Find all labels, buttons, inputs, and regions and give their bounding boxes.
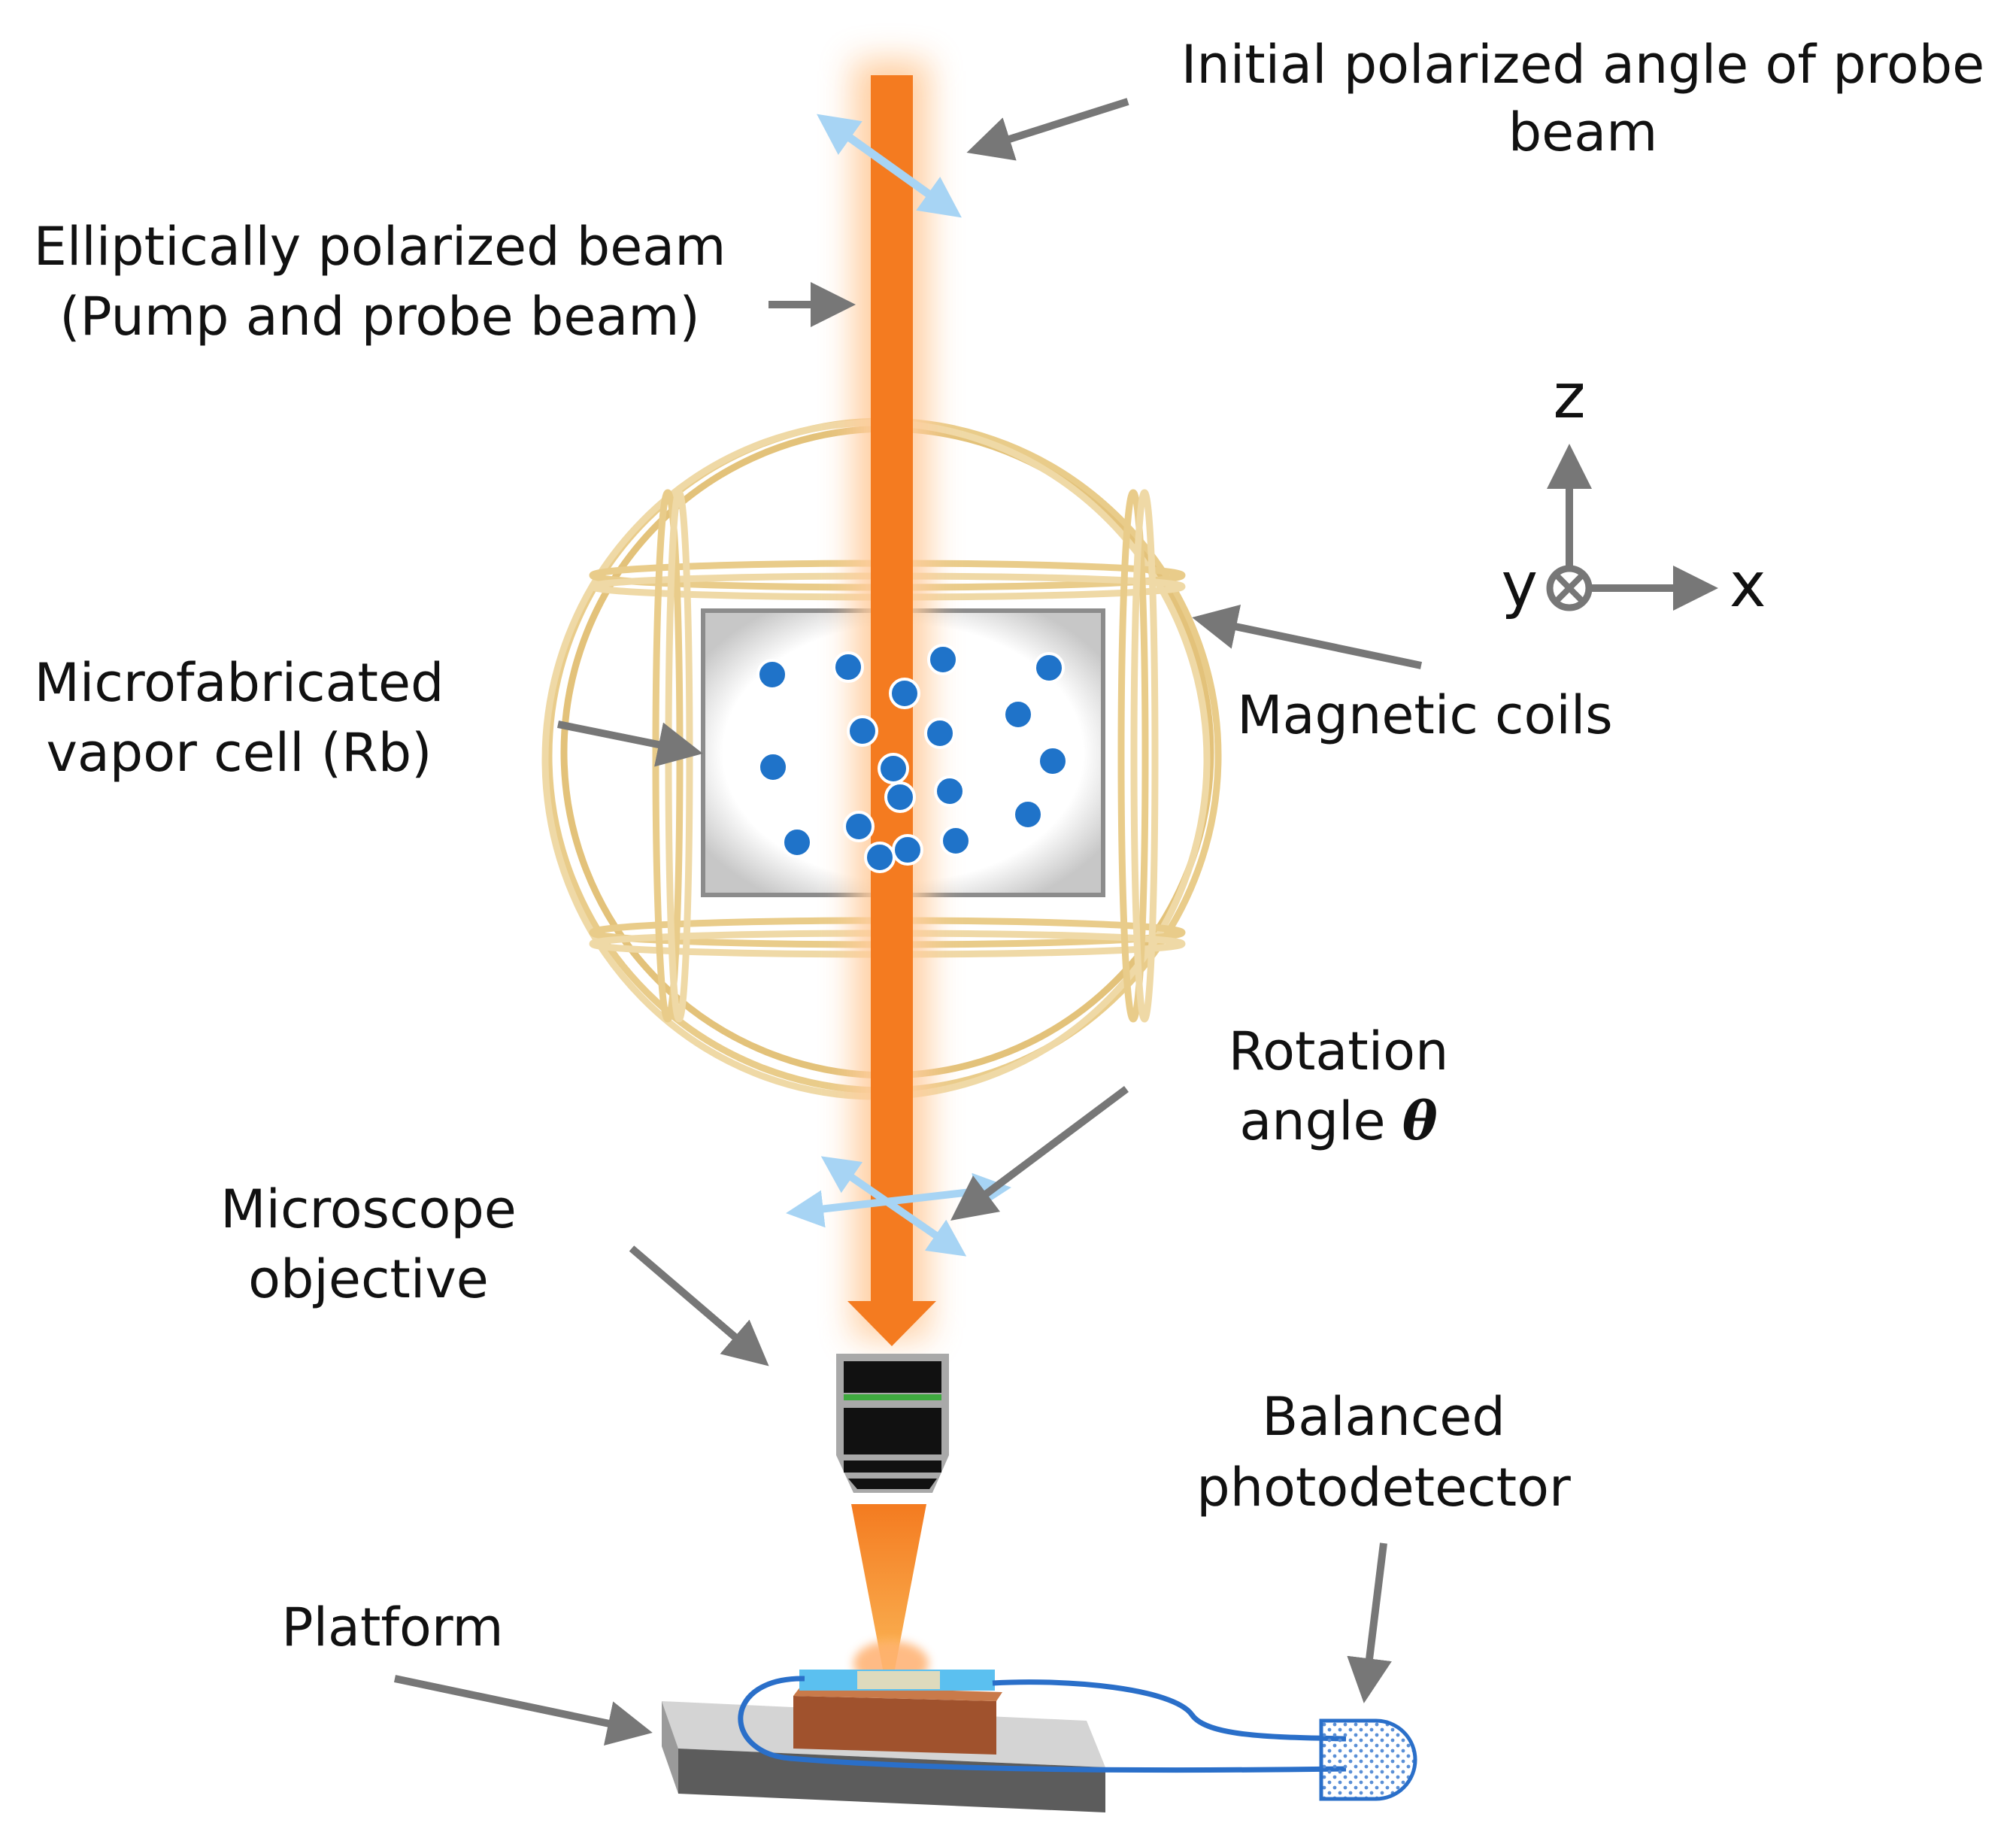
microscope-label-line2: objective bbox=[248, 1248, 489, 1310]
beam-arrowhead bbox=[847, 1301, 936, 1346]
initial-polarized-label-line1: Initial polarized angle of probe bbox=[1181, 34, 1984, 96]
polarization-arrow-icon bbox=[817, 114, 962, 218]
sensor-chip bbox=[793, 1670, 1002, 1755]
axis-z-label: z bbox=[1553, 361, 1585, 432]
objective-lens-icon bbox=[836, 1354, 949, 1493]
photodetector-label-line1: Balanced bbox=[1262, 1386, 1505, 1448]
focused-beam bbox=[851, 1504, 926, 1677]
rb-atoms bbox=[756, 644, 1069, 873]
microscope-label-line1: Microscope bbox=[220, 1178, 517, 1240]
axis-y-into-page-icon bbox=[1546, 565, 1593, 611]
elliptical-beam-label-line1: Elliptically polarized beam bbox=[34, 216, 726, 278]
magnetic-coils-label: Magnetic coils bbox=[1237, 684, 1612, 746]
platform-label: Platform bbox=[281, 1597, 503, 1658]
optical-fiber bbox=[738, 1676, 1347, 1773]
rotation-angle-text: angle bbox=[1239, 1090, 1402, 1152]
elliptical-beam-label-line2: (Pump and probe beam) bbox=[59, 286, 700, 347]
axis-y-label: y bbox=[1501, 550, 1538, 621]
rotation-angle-label-line1: Rotation bbox=[1229, 1021, 1449, 1082]
axis-x-label: x bbox=[1730, 550, 1766, 621]
pointer-arrows bbox=[393, 98, 1423, 1746]
theta-symbol: θ bbox=[1402, 1090, 1438, 1152]
coordinate-axes: z y x bbox=[1501, 361, 1766, 621]
rotation-angle-label-line2: angle θ bbox=[1239, 1090, 1437, 1152]
laser-beam bbox=[847, 60, 936, 1346]
vapor-cell-label-line1: Microfabricated bbox=[35, 652, 444, 714]
initial-polarized-label-line2: beam bbox=[1508, 102, 1658, 163]
photodetector-icon bbox=[1319, 1718, 1417, 1801]
vapor-cell-label-line2: vapor cell (Rb) bbox=[46, 722, 432, 784]
photodetector-label-line2: photodetector bbox=[1196, 1457, 1571, 1518]
